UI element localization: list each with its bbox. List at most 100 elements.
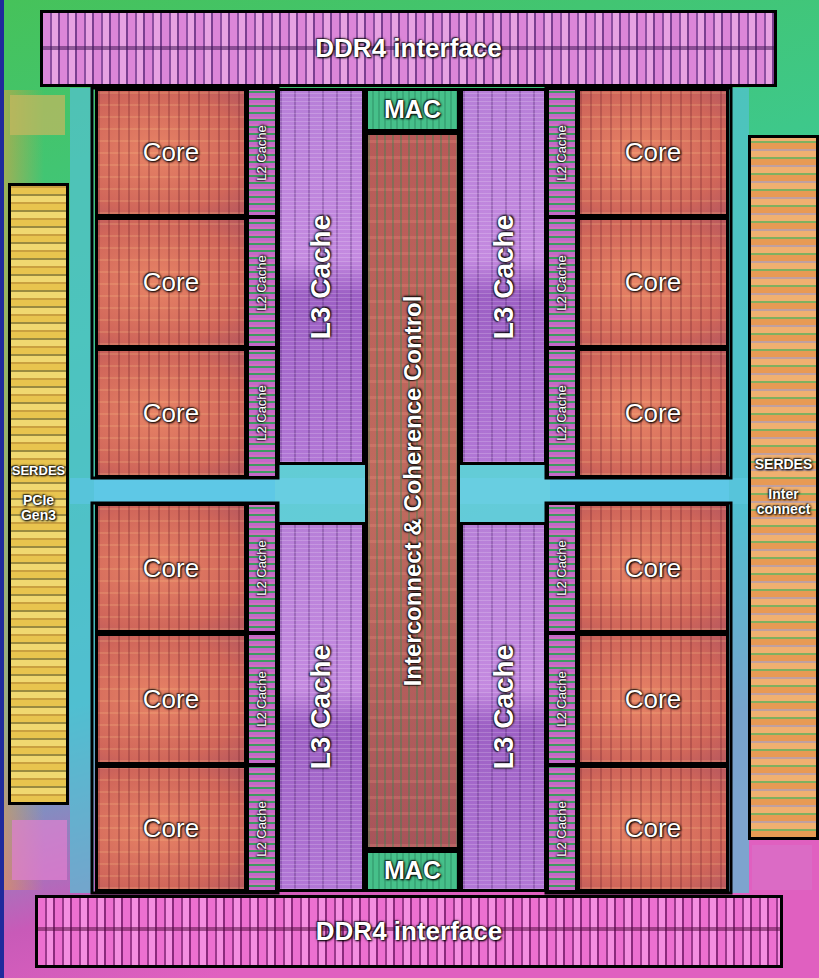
l3-cache-box: L3 Cache xyxy=(277,88,365,465)
block-label: Core xyxy=(625,399,681,428)
label-stack: DDR4 interface xyxy=(43,13,774,84)
block-label: Core xyxy=(143,268,199,297)
core-box: Core xyxy=(577,765,729,892)
label-stack: Core xyxy=(580,351,726,475)
core-box: Core xyxy=(577,633,729,765)
label-stack: SERDES Inter connect xyxy=(751,138,816,837)
label-stack: DDR4 interface xyxy=(38,898,780,965)
label-stack: Core xyxy=(580,636,726,762)
block-label: L2 Cache xyxy=(255,671,269,727)
l2-cache-box: L2 Cache xyxy=(247,348,277,478)
block-label: DDR4 interface xyxy=(316,917,502,946)
l2-cache-box: L2 Cache xyxy=(547,88,577,217)
block-label: L3 Cache xyxy=(488,214,519,339)
block-label: Core xyxy=(143,554,199,583)
core-box: Core xyxy=(577,217,729,348)
block-label: L3 Cache xyxy=(306,645,337,770)
block-label: Core xyxy=(625,814,681,843)
block-label: SERDES xyxy=(755,457,813,472)
block-label: Core xyxy=(625,554,681,583)
label-stack: Core xyxy=(580,91,726,214)
block-label: L2 Cache xyxy=(255,540,269,596)
block-label: L2 Cache xyxy=(255,801,269,857)
label-stack: Core xyxy=(580,220,726,345)
label-stack: Core xyxy=(98,351,244,475)
core-box: Core xyxy=(577,503,729,633)
core-box: Core xyxy=(95,765,247,892)
corner-block xyxy=(12,820,67,880)
corner-block xyxy=(10,95,65,135)
block-label: L2 Cache xyxy=(255,255,269,311)
l2-cache-box: L2 Cache xyxy=(247,765,277,892)
label-stack: Core xyxy=(580,506,726,630)
l2-cache-box: L2 Cache xyxy=(547,217,577,348)
block-label: Core xyxy=(143,814,199,843)
label-stack: Core xyxy=(98,768,244,889)
core-group-outline xyxy=(92,503,278,893)
memory-interface: DDR4 interface xyxy=(40,10,777,87)
block-label: L2 Cache xyxy=(555,385,569,441)
core-box: Core xyxy=(577,348,729,478)
core-box: Core xyxy=(95,503,247,633)
block-label: Core xyxy=(143,399,199,428)
block-label: L2 Cache xyxy=(255,385,269,441)
core-box: Core xyxy=(95,348,247,478)
label-stack: Core xyxy=(98,506,244,630)
core-group-outline xyxy=(546,503,731,893)
l2-cache-box: L2 Cache xyxy=(247,88,277,217)
l2-cache-box: L2 Cache xyxy=(247,503,277,633)
block-label: Interconnect & Coherence Control xyxy=(399,296,425,687)
core-box: Core xyxy=(95,633,247,765)
block-label: L2 Cache xyxy=(255,125,269,181)
memory-interface: DDR4 interface xyxy=(35,895,783,968)
label-stack: SERDES PCIe Gen3 xyxy=(11,186,66,802)
block-label: SERDES xyxy=(12,464,65,478)
block-label: Core xyxy=(625,138,681,167)
l3-cache-box: L3 Cache xyxy=(460,88,547,465)
serdes-block: SERDES PCIe Gen3 xyxy=(8,183,69,805)
block-label: MAC xyxy=(384,857,441,885)
l3-cache-box: L3 Cache xyxy=(460,522,547,892)
core-box: Core xyxy=(577,88,729,217)
corner-block xyxy=(752,845,812,890)
label-stack: MAC xyxy=(368,91,457,129)
block-label: Inter connect xyxy=(751,487,816,518)
label-stack: MAC xyxy=(368,853,457,889)
memory-controller: MAC xyxy=(365,88,460,132)
core-box: Core xyxy=(95,88,247,217)
block-label: Core xyxy=(143,685,199,714)
block-label: MAC xyxy=(384,96,441,124)
block-label: Core xyxy=(143,138,199,167)
l2-cache-box: L2 Cache xyxy=(547,765,577,892)
label-stack: Core xyxy=(98,636,244,762)
block-label: L3 Cache xyxy=(488,645,519,770)
block-label: L2 Cache xyxy=(555,540,569,596)
l2-cache-box: L2 Cache xyxy=(247,217,277,348)
l2-cache-box: L2 Cache xyxy=(547,503,577,633)
l2-cache-box: L2 Cache xyxy=(547,633,577,765)
label-stack: Core xyxy=(98,220,244,345)
die-ground xyxy=(4,0,819,978)
core-group-outline xyxy=(546,88,731,478)
block-label: L2 Cache xyxy=(555,255,569,311)
l2-cache-box: L2 Cache xyxy=(247,633,277,765)
block-label: L3 Cache xyxy=(306,214,337,339)
serdes-block: SERDES Inter connect xyxy=(748,135,819,840)
block-label: Core xyxy=(625,685,681,714)
core-group-outline xyxy=(92,88,278,478)
label-stack: Core xyxy=(580,768,726,889)
label-stack: Core xyxy=(98,91,244,214)
block-label: L2 Cache xyxy=(555,125,569,181)
block-label: Core xyxy=(625,268,681,297)
l3-cache-box: L3 Cache xyxy=(277,522,365,892)
l2-cache-box: L2 Cache xyxy=(547,348,577,478)
interconnect-box: Interconnect & Coherence Control xyxy=(365,132,460,850)
core-box: Core xyxy=(95,217,247,348)
memory-controller: MAC xyxy=(365,850,460,892)
block-label: DDR4 interface xyxy=(315,34,501,63)
block-label: L2 Cache xyxy=(555,801,569,857)
block-label: L2 Cache xyxy=(555,671,569,727)
left-channel xyxy=(70,88,94,893)
block-label: PCIe Gen3 xyxy=(11,493,66,524)
